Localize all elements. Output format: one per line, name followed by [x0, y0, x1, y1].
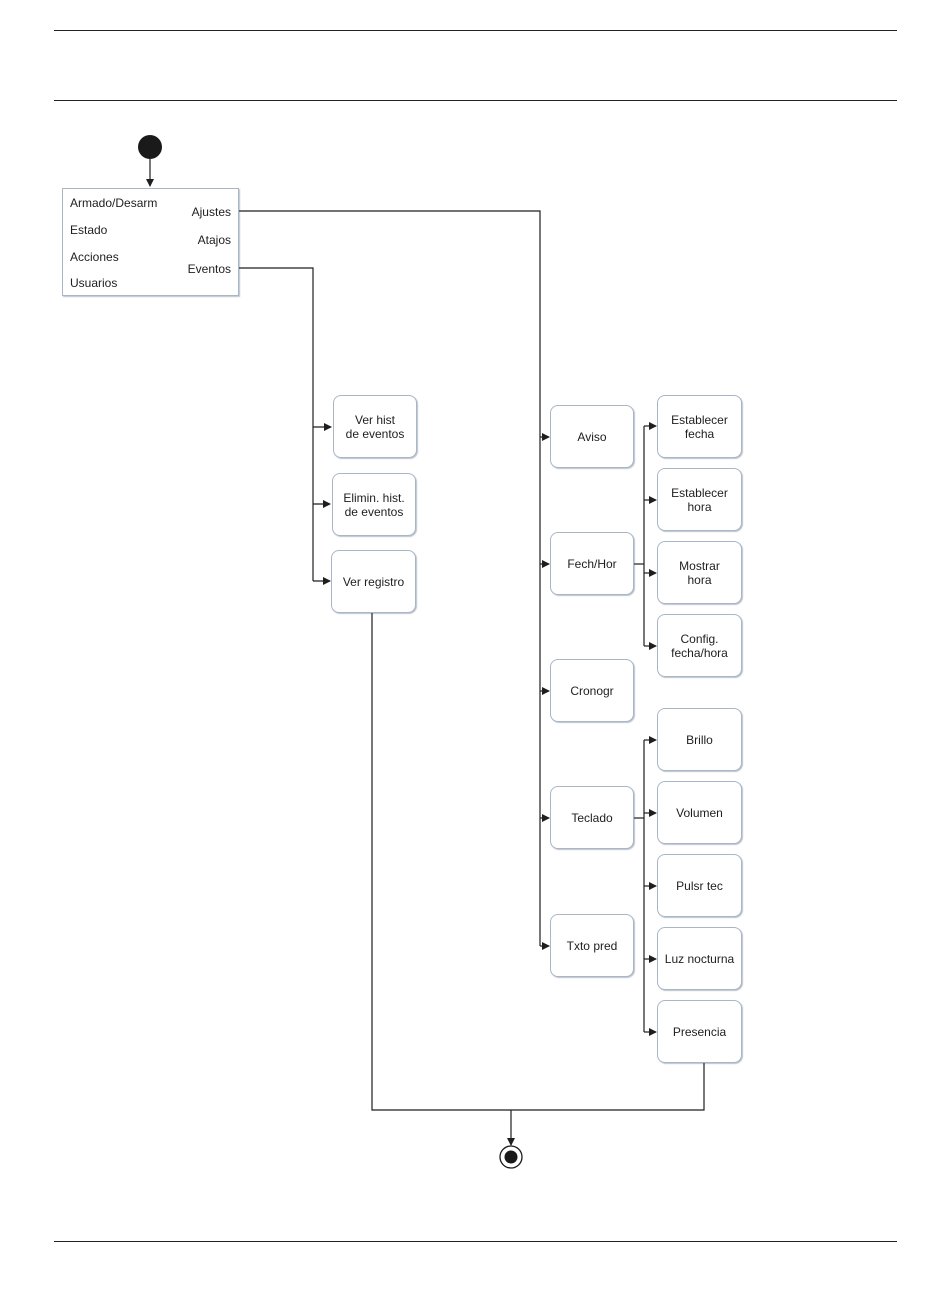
- node-teclado[interactable]: Teclado: [550, 786, 634, 849]
- node-txto-pred[interactable]: Txto pred: [550, 914, 634, 977]
- menu-item-estado[interactable]: Estado: [70, 223, 107, 237]
- node-establecer-hora[interactable]: Establecer hora: [657, 468, 742, 531]
- node-config-fecha-hora[interactable]: Config. fecha/hora: [657, 614, 742, 677]
- menu-item-ajustes[interactable]: Ajustes: [192, 205, 231, 219]
- node-volumen[interactable]: Volumen: [657, 781, 742, 844]
- events-trunk: [236, 268, 313, 581]
- node-cronogr[interactable]: Cronogr: [550, 659, 634, 722]
- start-node: [138, 135, 162, 159]
- menu-item-eventos[interactable]: Eventos: [188, 262, 231, 276]
- merge-line: [372, 613, 704, 1110]
- node-brillo[interactable]: Brillo: [657, 708, 742, 771]
- menu-item-atajos[interactable]: Atajos: [198, 233, 231, 247]
- node-ver-registro[interactable]: Ver registro: [331, 550, 416, 613]
- end-node: [505, 1151, 518, 1164]
- main-menu: Armado/Desarm Estado Acciones Usuarios A…: [62, 188, 239, 296]
- node-mostrar-hora[interactable]: Mostrar hora: [657, 541, 742, 604]
- node-elimin-hist[interactable]: Elimin. hist. de eventos: [332, 473, 416, 536]
- node-pulsr-tec[interactable]: Pulsr tec: [657, 854, 742, 917]
- node-ver-hist[interactable]: Ver hist de eventos: [333, 395, 417, 458]
- node-establecer-fecha[interactable]: Establecer fecha: [657, 395, 742, 458]
- node-fech-hor[interactable]: Fech/Hor: [550, 532, 634, 595]
- menu-item-armado[interactable]: Armado/Desarm: [70, 196, 157, 210]
- node-aviso[interactable]: Aviso: [550, 405, 634, 468]
- node-presencia[interactable]: Presencia: [657, 1000, 742, 1063]
- menu-item-acciones[interactable]: Acciones: [70, 250, 119, 264]
- menu-item-usuarios[interactable]: Usuarios: [70, 276, 117, 290]
- node-luz-nocturna[interactable]: Luz nocturna: [657, 927, 742, 990]
